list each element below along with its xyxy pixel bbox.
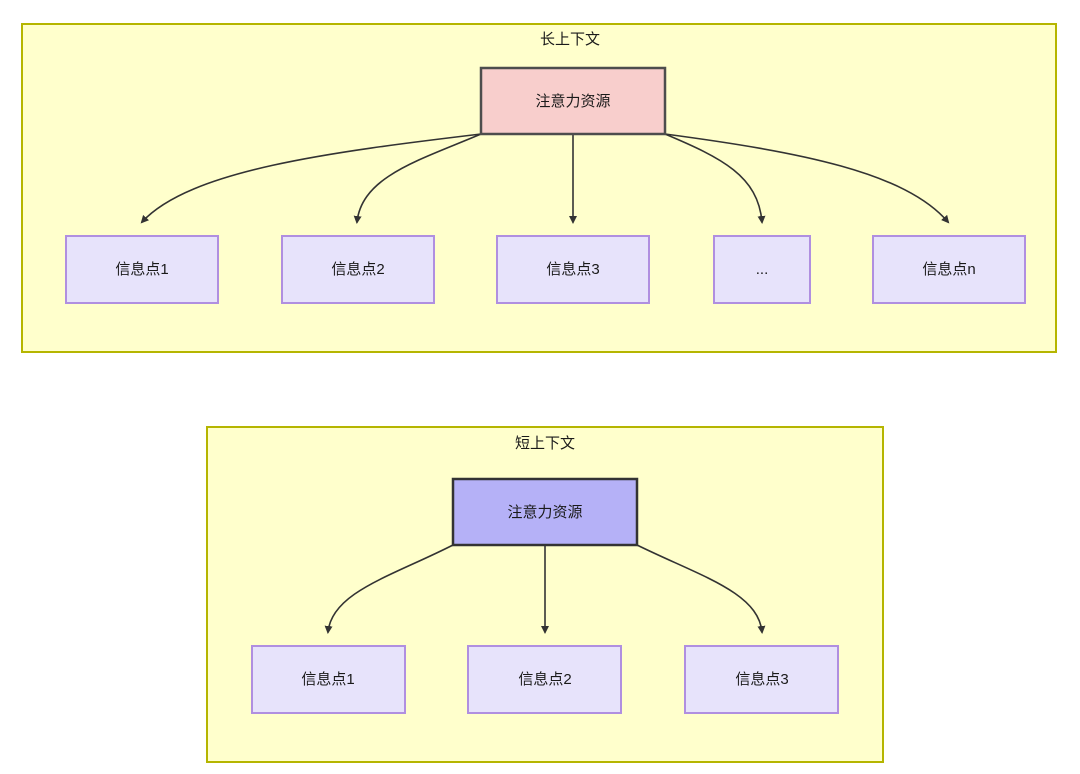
- node-long-context-child-ellipsis[interactable]: ...: [713, 235, 811, 304]
- edges-short-context: [324, 544, 766, 634]
- node-long-context-child-2-rect[interactable]: [281, 235, 435, 304]
- node-short-context-child-3-label: 信息点3: [735, 671, 788, 688]
- node-short-context-child-2-label: 信息点2: [518, 671, 571, 688]
- node-short-context-child-1[interactable]: 信息点1: [251, 645, 406, 714]
- node-long-context-child-n[interactable]: 信息点n: [872, 235, 1026, 304]
- node-long-context-child-3[interactable]: 信息点3: [496, 235, 650, 304]
- node-long-context-child-2[interactable]: 信息点2: [281, 235, 435, 304]
- node-short-context-root-rect[interactable]: [451, 477, 639, 547]
- node-long-context-child-3-label: 信息点3: [546, 261, 599, 278]
- node-short-context-child-2[interactable]: 信息点2: [467, 645, 622, 714]
- node-long-context-child-n-rect[interactable]: [872, 235, 1026, 304]
- node-long-context-child-1[interactable]: 信息点1: [65, 235, 219, 304]
- node-long-context-child-1-label: 信息点1: [115, 261, 168, 278]
- panel-short-context-title: 短上下文: [515, 435, 575, 452]
- edge-root-to-info-ellipsis: [664, 133, 766, 224]
- node-long-context-child-3-rect[interactable]: [496, 235, 650, 304]
- node-short-context-child-2-rect[interactable]: [467, 645, 622, 714]
- edge-root-to-infon: [664, 133, 950, 224]
- node-long-context-child-n-label: 信息点n: [922, 261, 975, 278]
- node-long-context-child-1-rect[interactable]: [65, 235, 219, 304]
- node-long-context-child-ellipsis-rect[interactable]: [713, 235, 811, 304]
- edges-long-context: [140, 133, 950, 224]
- edge-root-to-info2: [353, 133, 482, 224]
- node-short-context-child-1-rect[interactable]: [251, 645, 406, 714]
- edge-root-to-info1: [140, 133, 482, 224]
- edge-short-root-to-info1: [324, 544, 454, 634]
- edge-short-root-to-info3: [636, 544, 766, 634]
- node-short-context-child-3[interactable]: 信息点3: [684, 645, 839, 714]
- panel-short-context: 短上下文 注意力资源 信息点1 信息点2: [206, 426, 884, 763]
- panel-long-context: 长上下文 注意力资源 信息点1 信息点2: [21, 23, 1057, 353]
- node-long-context-root-rect[interactable]: [479, 66, 667, 136]
- node-short-context-root-label: 注意力资源: [507, 503, 582, 521]
- node-short-context-child-3-rect[interactable]: [684, 645, 839, 714]
- node-long-context-child-ellipsis-label: ...: [756, 261, 769, 278]
- panel-long-context-title: 长上下文: [540, 31, 600, 48]
- node-short-context-child-1-label: 信息点1: [301, 671, 354, 688]
- node-short-context-root[interactable]: 注意力资源: [451, 477, 639, 547]
- node-long-context-child-2-label: 信息点2: [331, 261, 384, 278]
- node-long-context-root-label: 注意力资源: [535, 92, 610, 110]
- node-long-context-root[interactable]: 注意力资源: [479, 66, 667, 136]
